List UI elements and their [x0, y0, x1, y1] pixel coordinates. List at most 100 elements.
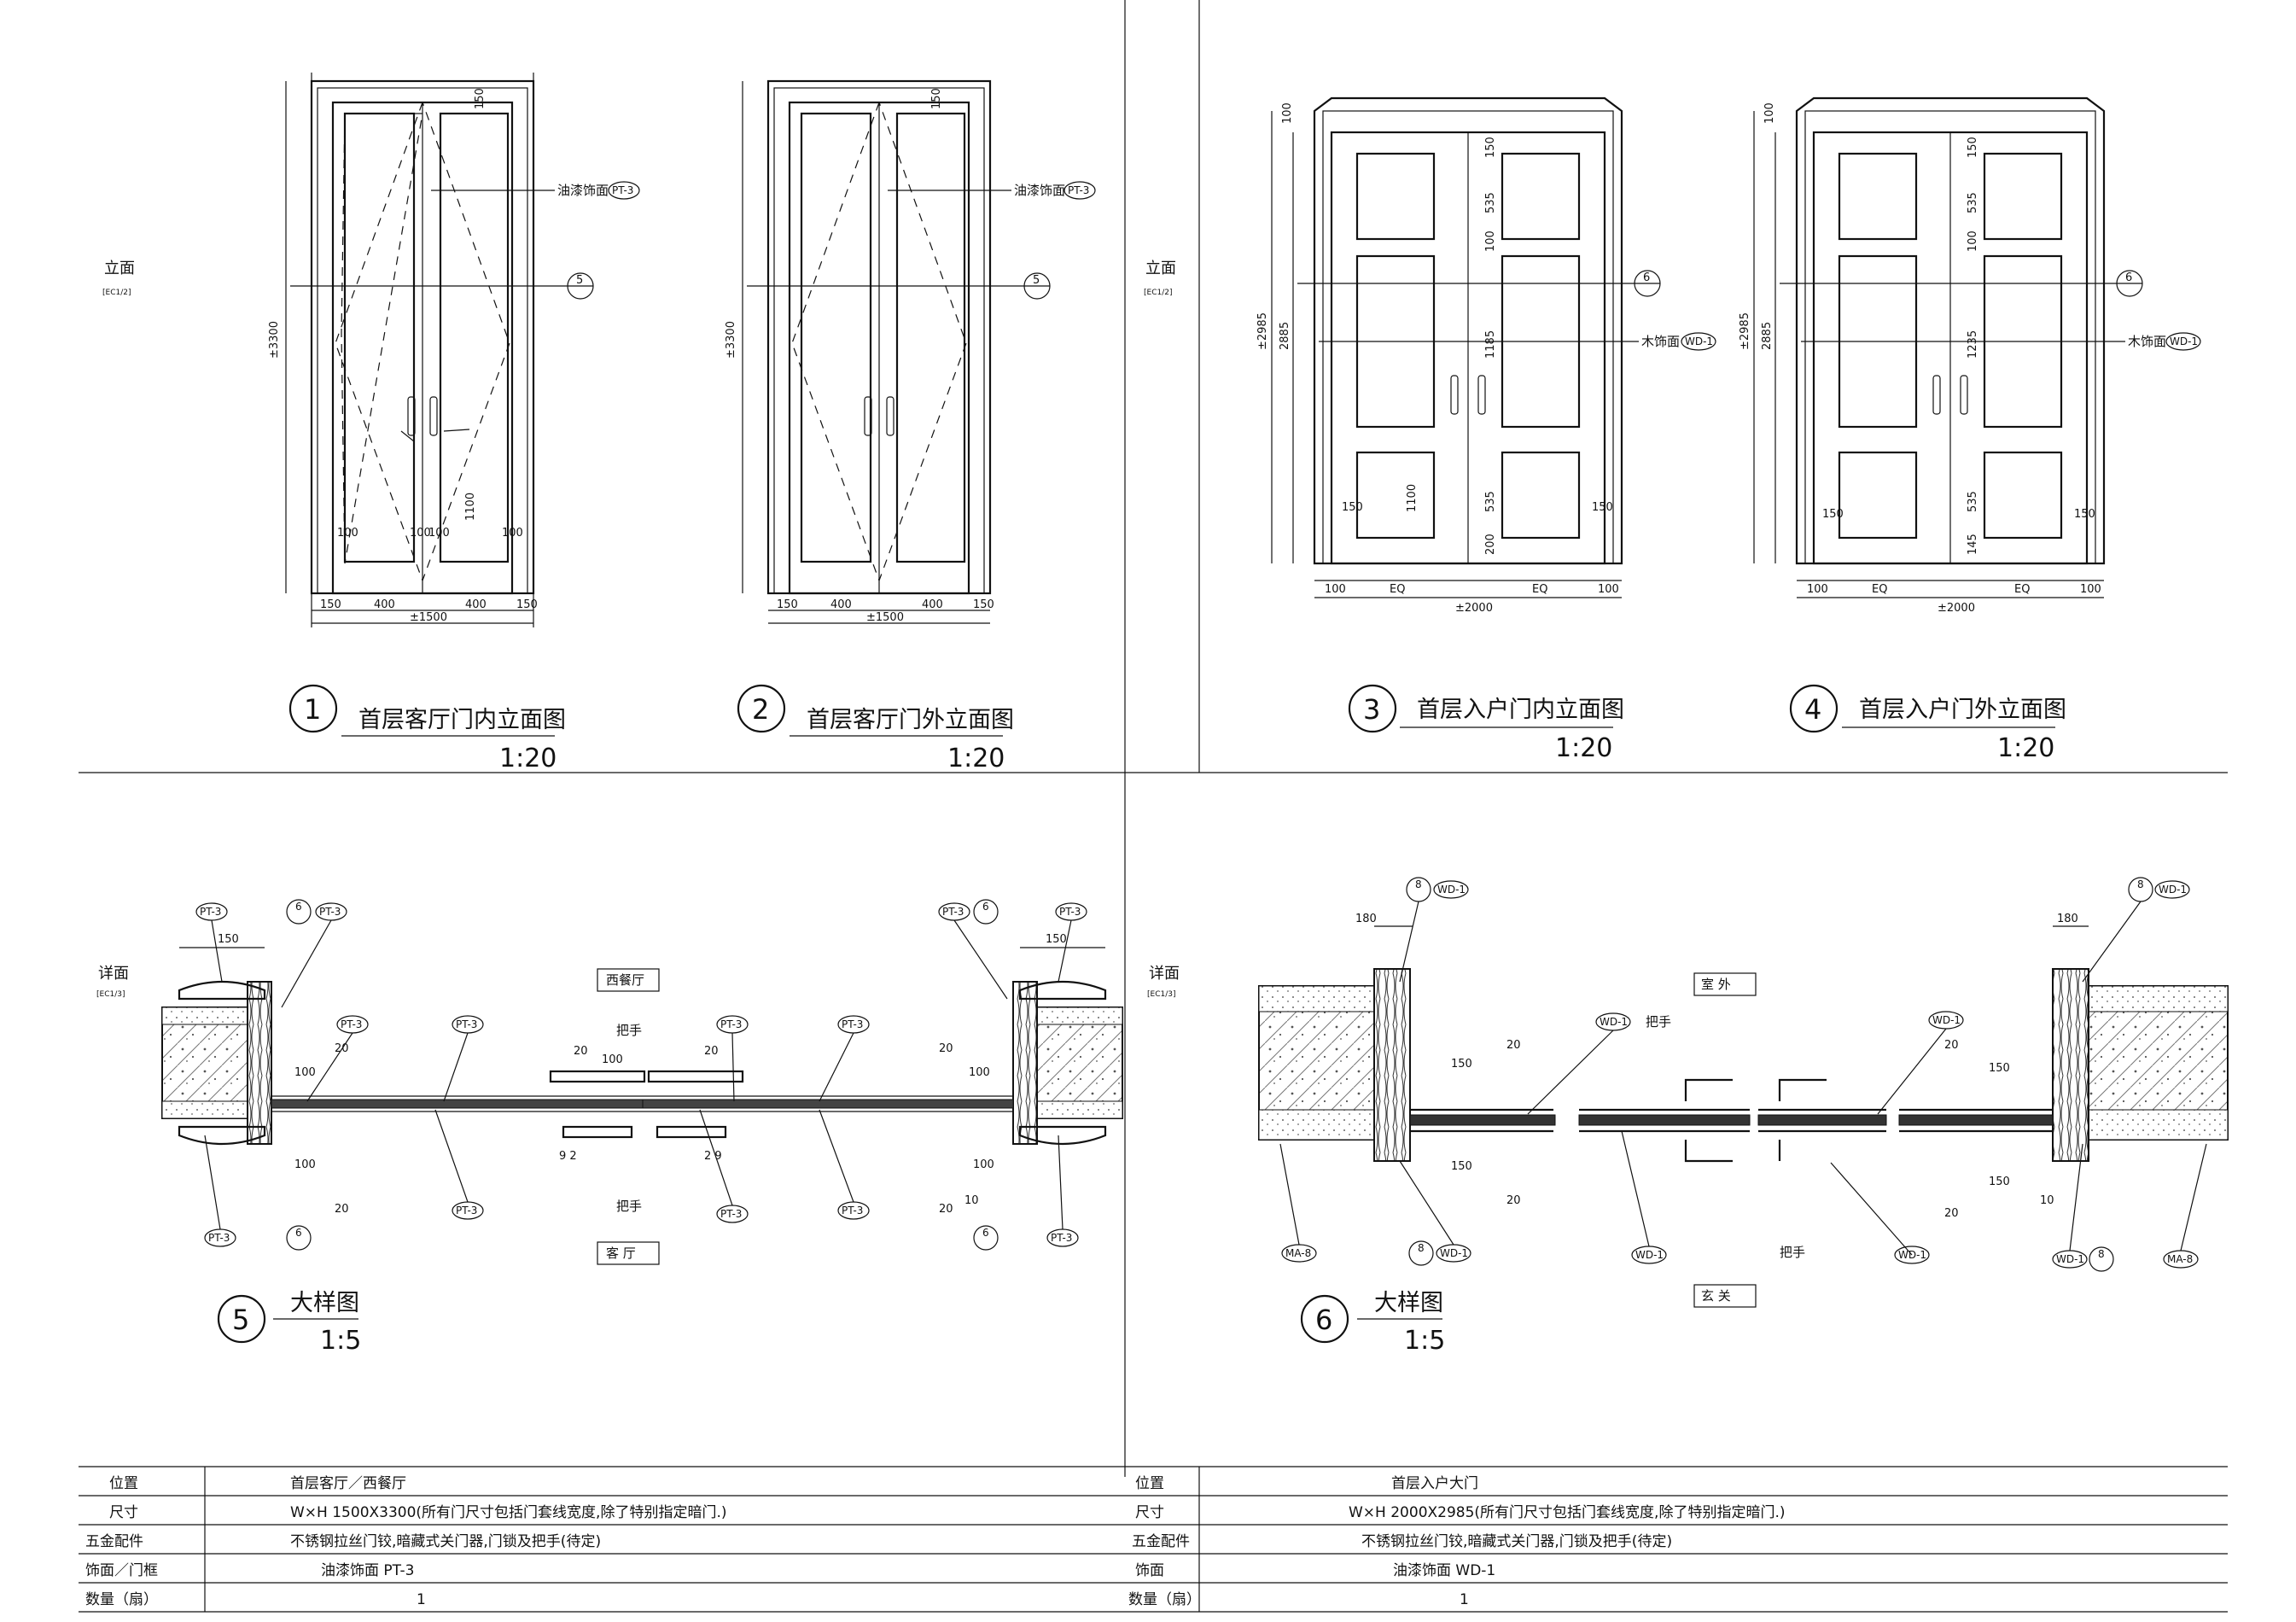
d5-tag-pt-1: PT-3	[200, 906, 221, 918]
tr-value-2: W×H 2000X2985(所有门尺寸包括门套线宽度,除了特别指定暗门.)	[1349, 1504, 1786, 1521]
d6-room-top: 室 外	[1701, 977, 1731, 992]
dim-1-seg-3: 400	[465, 598, 487, 611]
d5-dim-g: 20	[704, 1045, 719, 1058]
dim-1-mid: 1100	[464, 493, 477, 521]
d6-tag-ma-1: MA-8	[1285, 1247, 1311, 1259]
tr-label-2: 尺寸	[1135, 1504, 1164, 1521]
elevation-1: 150 400 400 150 ±1500 ±3300 150 1100 100…	[268, 73, 640, 627]
title-2-scale: 1:20	[947, 744, 1005, 773]
d5-tag-pt-5: PT-3	[720, 1018, 742, 1030]
dim-3-h2: 2885	[1279, 322, 1291, 350]
d5-dim-b: 100	[294, 1158, 316, 1171]
dim-4-v8: 150	[2074, 508, 2095, 521]
d6-handle-bottom: 把手	[1780, 1245, 1805, 1260]
tl-label-4: 饰面／门框	[85, 1562, 158, 1579]
tl-label-3: 五金配件	[85, 1533, 143, 1550]
d6-dim-20-c: 20	[1944, 1039, 1959, 1052]
detail-ref-left: [EC1/3]	[96, 990, 125, 999]
dim-3-seg-4: 100	[1598, 583, 1619, 596]
tr-value-1: 首层入户大门	[1391, 1475, 1478, 1492]
tl-value-5: 1	[417, 1591, 426, 1608]
dim-3-h1: ±2985	[1256, 312, 1269, 350]
dim-1-seg-2: 400	[374, 598, 395, 611]
title-1-scale: 1:20	[499, 744, 557, 773]
d5-tag-pt-3: PT-3	[341, 1018, 362, 1030]
d6-dim-180-left: 180	[1355, 913, 1377, 925]
d5-tag-d-2: 6	[295, 1227, 302, 1239]
tag-2-pt: PT-3	[1068, 184, 1089, 196]
d6-dim-150-c: 150	[1989, 1062, 2010, 1075]
dim-3-seg-1: 100	[1325, 583, 1346, 596]
d6-tag-wd-7: WD-1	[1440, 1247, 1468, 1259]
d5-tag-pt-12: PT-3	[842, 1205, 863, 1216]
d6-tag-ma-2: MA-8	[2167, 1253, 2193, 1265]
dim-1-side-b: 100	[410, 527, 431, 540]
title-4-scale: 1:20	[1997, 733, 2054, 763]
schedule-table-right: 位置 首层入户大门 尺寸 W×H 2000X2985(所有门尺寸包括门套线宽度,…	[1125, 1467, 2228, 1613]
title-6-text: 大样图	[1374, 1290, 1443, 1316]
title-1: 1 首层客厅门内立面图 1:20	[288, 684, 566, 773]
tl-label-5: 数量（扇）	[85, 1591, 158, 1608]
dim-3-v8: 1100	[1406, 484, 1419, 512]
d5-tag-pt-2: PT-3	[319, 906, 341, 918]
title-5-scale: 1:5	[320, 1326, 361, 1356]
note-4-wood: 木饰面	[2128, 334, 2166, 349]
title-5-text: 大样图	[290, 1290, 359, 1316]
detail-ref-right: [EC1/3]	[1147, 990, 1175, 999]
tag-3-wd: WD-1	[1685, 335, 1713, 347]
dim-4-seg-2: EQ	[1872, 583, 1887, 596]
dim-4-seg-4: 100	[2080, 583, 2101, 596]
tr-label-5: 数量（扇）	[1128, 1591, 1201, 1608]
dim-2-seg-4: 150	[973, 598, 994, 611]
d6-tag-d-2: 8	[2137, 878, 2144, 890]
d6-tag-wd-6: WD-1	[1898, 1249, 1926, 1261]
tr-value-3: 不锈钢拉丝门铰,暗藏式关门器,门锁及把手(待定)	[1361, 1533, 1672, 1550]
dim-4-v3: 100	[1967, 230, 1979, 252]
d5-dim-j: 10	[964, 1194, 979, 1207]
d6-dim-20-d: 20	[1944, 1207, 1959, 1220]
d5-dim-e: 100	[602, 1053, 623, 1066]
detail-label-right: 详面	[1149, 965, 1180, 983]
d5-tag-pt-8: PT-3	[1059, 906, 1081, 918]
title-3: 3 首层入户门内立面图 1:20	[1348, 684, 1624, 763]
title-3-text: 首层入户门内立面图	[1417, 697, 1624, 723]
title-2: 2 首层客厅门外立面图 1:20	[737, 684, 1014, 773]
d5-handle-bottom: 把手	[616, 1199, 642, 1214]
d6-dim-150-d: 150	[1989, 1176, 2010, 1188]
sheet-grid	[79, 0, 2228, 1477]
d6-tag-wd-2: WD-1	[2159, 884, 2187, 896]
title-1-number: 1	[304, 693, 321, 726]
dim-4-top: 100	[1763, 102, 1776, 124]
d5-dim-n: 100	[973, 1158, 994, 1171]
d6-tag-wd-5: WD-1	[1635, 1249, 1664, 1261]
elevation-ref-right: [EC1/2]	[1144, 289, 1172, 297]
dim-1-side-a: 100	[337, 527, 358, 540]
dim-1-side-d: 100	[502, 527, 523, 540]
d6-dim-20-b: 20	[1506, 1194, 1521, 1207]
d5-dim-m: 100	[969, 1066, 990, 1079]
dim-3-v6: 200	[1484, 534, 1497, 555]
note-2-paint: 油漆饰面	[1014, 183, 1065, 198]
tr-label-1: 位置	[1135, 1475, 1164, 1492]
d5-tag-pt-11: PT-3	[720, 1208, 742, 1220]
detail-5: 150 150 100 100 20 20 100 20 20 9 2 2 9 …	[161, 899, 1123, 1356]
d5-dim-a: 100	[294, 1066, 316, 1079]
d5-handle-top: 把手	[616, 1023, 642, 1038]
dim-4-v2: 535	[1967, 192, 1979, 213]
dim-4-v5: 535	[1967, 491, 1979, 512]
tl-value-4: 油漆饰面 PT-3	[321, 1562, 414, 1579]
title-3-scale: 1:20	[1555, 733, 1612, 763]
dim-1-side-c: 100	[428, 527, 450, 540]
d6-room-bottom: 玄 关	[1701, 1288, 1731, 1304]
d6-tag-wd-3: WD-1	[1600, 1016, 1628, 1028]
tag-4-wd: WD-1	[2170, 335, 2198, 347]
title-4: 4 首层入户门外立面图 1:20	[1789, 684, 2066, 763]
d6-dim-150-a: 150	[1451, 1058, 1472, 1071]
dim-1-seg-4: 150	[516, 598, 538, 611]
d6-tag-wd-8: WD-1	[2056, 1253, 2084, 1265]
tl-value-1: 首层客厅／西餐厅	[290, 1475, 406, 1492]
dim-2-seg-1: 150	[777, 598, 798, 611]
dim-4-seg-1: 100	[1807, 583, 1828, 596]
dim-3-v3: 100	[1484, 230, 1497, 252]
d5-dim-f: 20	[574, 1045, 588, 1058]
